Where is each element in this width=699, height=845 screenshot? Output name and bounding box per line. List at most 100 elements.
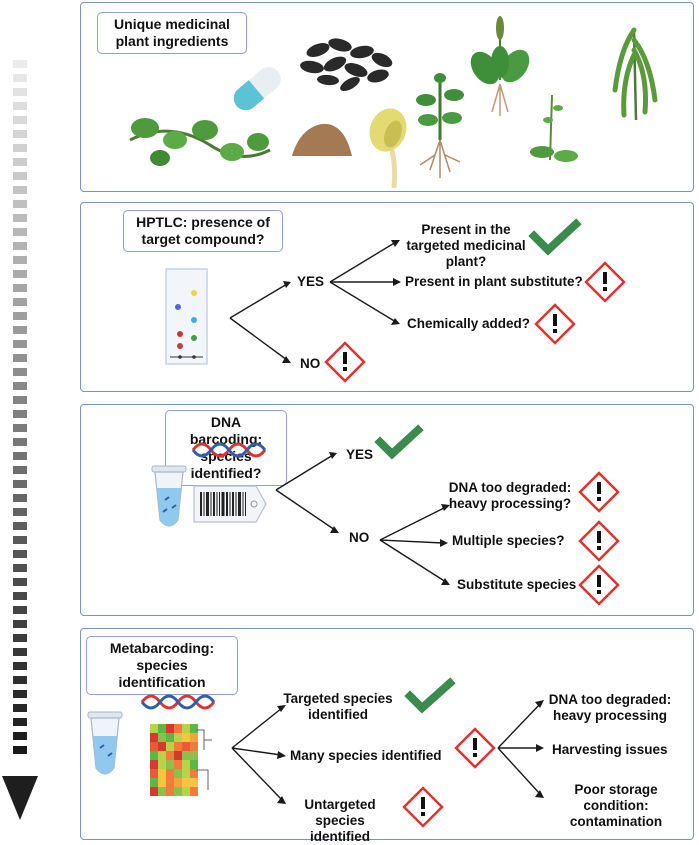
barcode-bar	[210, 492, 212, 516]
heatmap-cell	[182, 769, 190, 778]
barcode-bar	[238, 492, 241, 516]
heatmap-cell	[150, 778, 158, 787]
barcode-bar	[213, 492, 215, 516]
timeline-dash	[13, 662, 27, 670]
meta-outcome-targeted: Targeted species identified	[283, 691, 393, 722]
timeline-dash	[13, 88, 27, 96]
heatmap-cell	[150, 769, 158, 778]
plantain-plant-icon	[470, 16, 530, 116]
dna-yes-label: YES	[346, 447, 374, 462]
sample-tube-icon	[151, 465, 187, 527]
heatmap-cell	[190, 724, 198, 733]
timeline-dash	[13, 592, 27, 600]
timeline-dash	[13, 438, 27, 446]
timeline-dash	[13, 732, 27, 740]
heatmap-cell	[190, 751, 198, 760]
check-icon	[374, 424, 424, 460]
heatmap-cell	[174, 742, 182, 751]
heatmap-cell	[150, 760, 158, 769]
heatmap-cell	[150, 742, 158, 751]
timeline-dash	[13, 452, 27, 460]
heatmap-cell	[150, 751, 158, 760]
warning-icon	[324, 341, 366, 383]
heatmap-cell	[166, 769, 174, 778]
heatmap-cell	[174, 787, 182, 796]
metabarcoding-arrows	[231, 703, 541, 801]
meta-cause-storage: Poor storage condition: contamination	[569, 782, 663, 829]
barcode-bar	[226, 492, 228, 516]
timeline-dash	[13, 606, 27, 614]
dna-arrows	[275, 454, 447, 583]
black-seeds-icon	[300, 38, 393, 91]
powder-pile-icon	[292, 123, 352, 156]
timeline-dash	[13, 522, 27, 530]
meta-outcome-many: Many species identified	[290, 748, 442, 763]
timeline-dash	[13, 102, 27, 110]
timeline-dash	[13, 704, 27, 712]
heatmap-cell	[182, 751, 190, 760]
heatmap-cell	[190, 742, 198, 751]
panel-hptlc-title: HPTLC: presence of target compound?	[123, 210, 283, 252]
heatmap-cell	[182, 724, 190, 733]
hptlc-arrows	[229, 241, 397, 361]
barcode-bar	[216, 492, 218, 516]
timeline-dash	[13, 158, 27, 166]
heatmap-cell	[174, 733, 182, 742]
timeline-dash	[13, 186, 27, 194]
timeline-dash	[13, 634, 27, 642]
hptlc-no-label: NO	[300, 356, 321, 371]
timeline-dash	[13, 298, 27, 306]
herb-plant-icon	[530, 94, 578, 162]
timeline-dash	[13, 284, 27, 292]
timeline-dash	[13, 312, 27, 320]
timeline-dash	[13, 382, 27, 390]
heatmap-cell	[190, 760, 198, 769]
warning-icon	[578, 471, 620, 513]
dna-outcome-multiple: Multiple species?	[452, 533, 565, 548]
timeline-dash	[13, 746, 27, 754]
timeline-dash	[13, 424, 27, 432]
timeline-dash	[13, 242, 27, 250]
barcode-bar	[219, 492, 220, 516]
dna-outcome-substitute: Substitute species	[457, 577, 577, 592]
heatmap-cell	[166, 751, 174, 760]
heatmap-cell	[158, 769, 166, 778]
timeline-dash	[13, 340, 27, 348]
heatmap-cell	[158, 787, 166, 796]
warning-icon	[402, 786, 444, 828]
barcode-bar	[221, 492, 225, 516]
check-icon	[404, 677, 456, 714]
timeline-dash	[13, 564, 27, 572]
heatmap-icon	[150, 724, 212, 796]
sample-tube-icon	[87, 711, 123, 775]
timeline-dash	[13, 620, 27, 628]
timeline-dash	[13, 326, 27, 334]
barcode-bar	[232, 492, 234, 516]
heatmap-cell	[166, 742, 174, 751]
vine-plant-icon	[129, 118, 271, 166]
heatmap-cell	[166, 778, 174, 787]
timeline-arrowhead	[2, 776, 38, 820]
dna-helix-icon	[140, 694, 216, 710]
timeline-dash	[13, 74, 27, 82]
timeline-dash	[13, 60, 27, 68]
heatmap-cell	[166, 724, 174, 733]
warning-icon	[578, 564, 620, 606]
dna-helix-icon	[191, 442, 267, 458]
hptlc-outcome-targeted: Present in the targeted medicinal plant?	[406, 222, 526, 269]
heatmap-cell	[174, 760, 182, 769]
timeline-dash	[13, 144, 27, 152]
heatmap-cell	[190, 778, 198, 787]
barcode-bar	[200, 492, 202, 516]
timeline-dash	[13, 648, 27, 656]
timeline-dash	[13, 228, 27, 236]
timeline-dash	[13, 214, 27, 222]
timeline-dash	[13, 410, 27, 418]
timeline-dash	[13, 480, 27, 488]
heatmap-cell	[158, 724, 166, 733]
heatmap-cell	[158, 742, 166, 751]
heatmap-cell	[150, 733, 158, 742]
barcode-bar	[235, 492, 237, 516]
